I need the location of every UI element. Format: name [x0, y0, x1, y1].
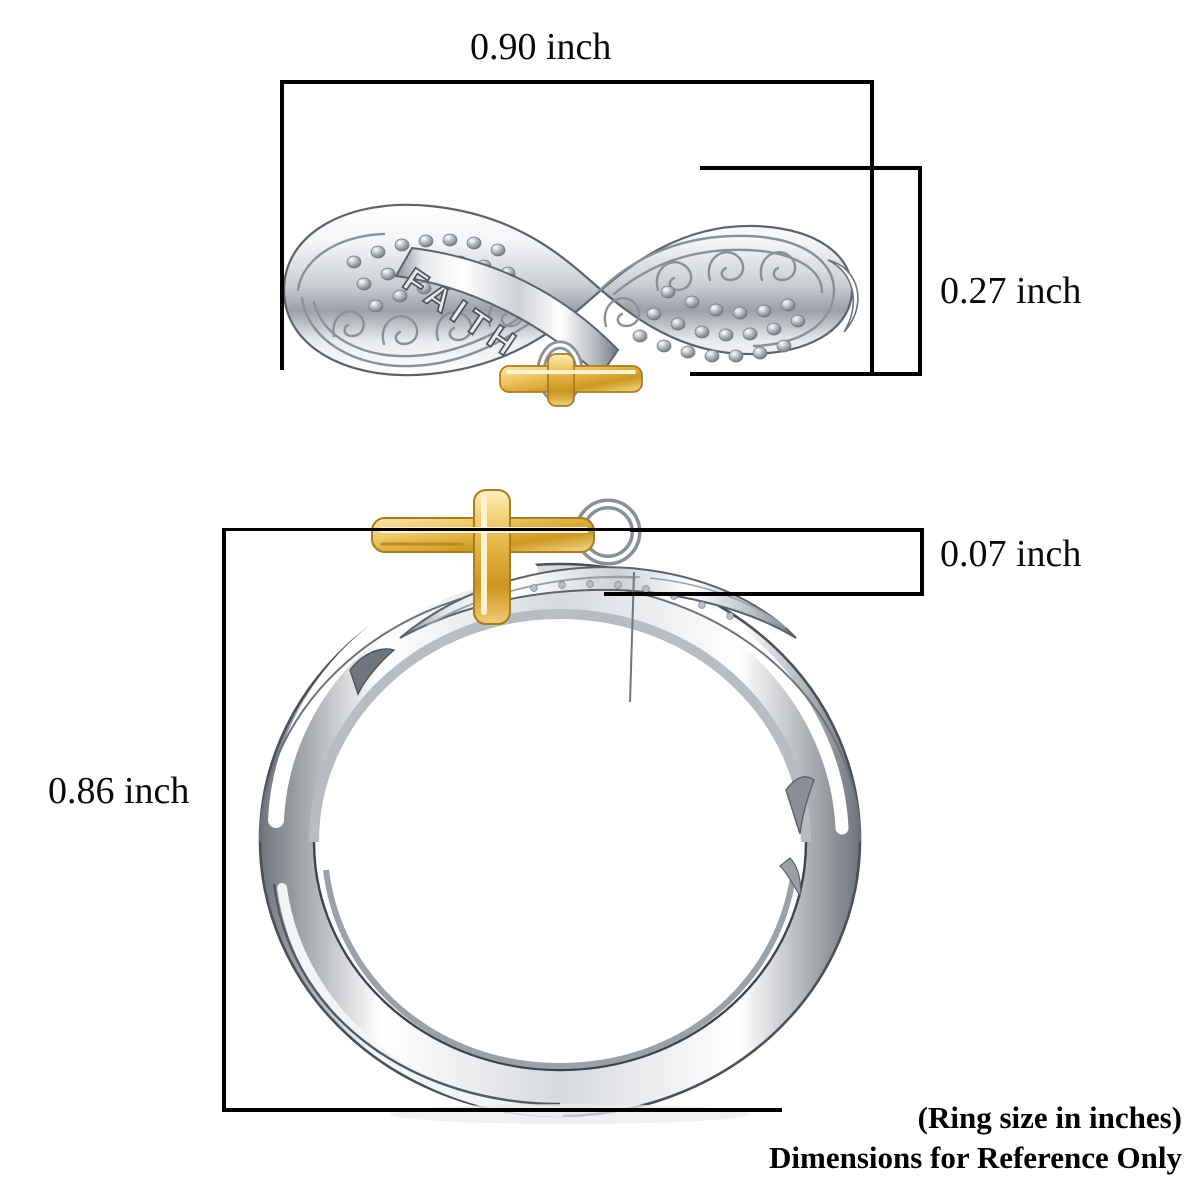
overall-bracket-left-tick: [222, 528, 226, 1112]
contact-shadow: [390, 1104, 750, 1124]
filigree-right: [598, 234, 836, 348]
cross-arm-vertical-profile: [473, 489, 511, 625]
height-top-bracket-lower-line: [690, 372, 922, 376]
filigree-nick-right-2: [779, 857, 802, 898]
bore-shadow-lower: [323, 869, 797, 1070]
ring-profile-view: [230, 489, 890, 1130]
footer-note-line-1: (Ring size in inches): [917, 1100, 1182, 1135]
overall-bracket-top-line: [222, 528, 922, 531]
width-bracket-left-tick: [280, 80, 284, 370]
charm-assembly-top: [499, 340, 643, 407]
height-top-label: 0.27 inch: [940, 270, 1082, 312]
bore-shadow-upper: [309, 608, 811, 843]
thickness-bracket-right-tick: [920, 528, 924, 596]
width-label: 0.90 inch: [470, 26, 612, 68]
cross-charm-top: [499, 353, 643, 407]
filigree-nick-right: [785, 776, 815, 835]
thickness-bracket-lower-line: [604, 592, 924, 596]
width-bracket-top-line: [280, 80, 874, 84]
band-edge-bottom: [272, 883, 561, 1106]
height-top-bracket-right-tick: [918, 166, 922, 376]
overall-bracket-bottom-line: [222, 1108, 782, 1112]
bead-texture-right: [632, 285, 806, 363]
shank-highlight: [827, 259, 859, 333]
filigree-left: [296, 232, 556, 368]
thickness-label: 0.07 inch: [940, 533, 1082, 575]
cross-arm-vertical: [547, 353, 575, 407]
filigree-nick-left: [349, 648, 396, 696]
height-top-bracket-upper-line: [700, 166, 922, 170]
footer-note-line-2: Dimensions for Reference Only: [769, 1140, 1182, 1175]
overall-height-label: 0.86 inch: [48, 770, 190, 812]
crown-bead-row: [474, 580, 734, 620]
width-bracket-right-tick: [870, 80, 874, 376]
ring-top-view: FAITH: [262, 140, 872, 440]
